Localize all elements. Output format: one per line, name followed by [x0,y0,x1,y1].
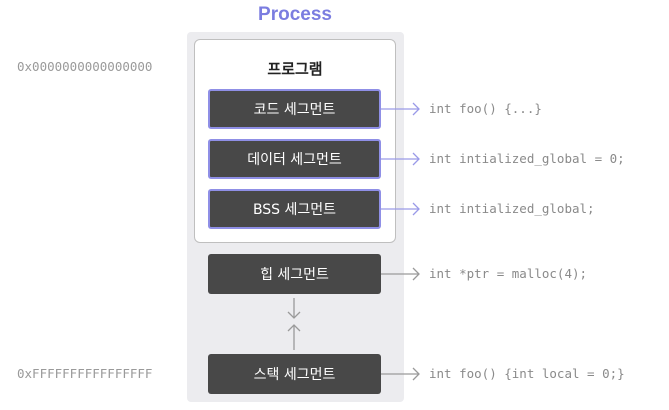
heap-segment-block: 힙 세그먼트 [208,254,381,294]
data-segment-label: 데이터 세그먼트 [247,152,342,168]
program-label: 프로그램 [267,60,323,78]
heap-segment-arrow [381,267,420,281]
address-low-label: 0x0000000000000000 [17,59,153,74]
heap-segment-label: 힙 세그먼트 [260,267,329,283]
bss-segment-example: int intialized_global; [429,201,595,216]
heap-growth-down-arrow [287,298,301,319]
code-segment-label: 코드 세그먼트 [253,102,336,118]
stack-growth-up-arrow [287,324,301,350]
data-segment-example: int intialized_global = 0; [429,151,625,166]
bss-segment-arrow [381,202,420,216]
code-segment-example: int foo() {...} [429,101,542,116]
stack-segment-block: 스택 세그먼트 [208,354,381,394]
data-segment-block: 데이터 세그먼트 [208,139,381,179]
bss-segment-block: BSS 세그먼트 [208,189,381,229]
stack-segment-example: int foo() {int local = 0;} [429,366,625,381]
bss-segment-label: BSS 세그먼트 [252,202,337,218]
data-segment-arrow [381,152,420,166]
code-segment-arrow [381,102,420,116]
code-segment-block: 코드 세그먼트 [208,89,381,129]
address-high-label: 0xFFFFFFFFFFFFFFFF [17,366,153,381]
stack-segment-label: 스택 세그먼트 [253,367,336,383]
diagram-title: Process [258,4,332,25]
heap-segment-example: int *ptr = malloc(4); [429,266,588,281]
stack-segment-arrow [381,367,420,381]
